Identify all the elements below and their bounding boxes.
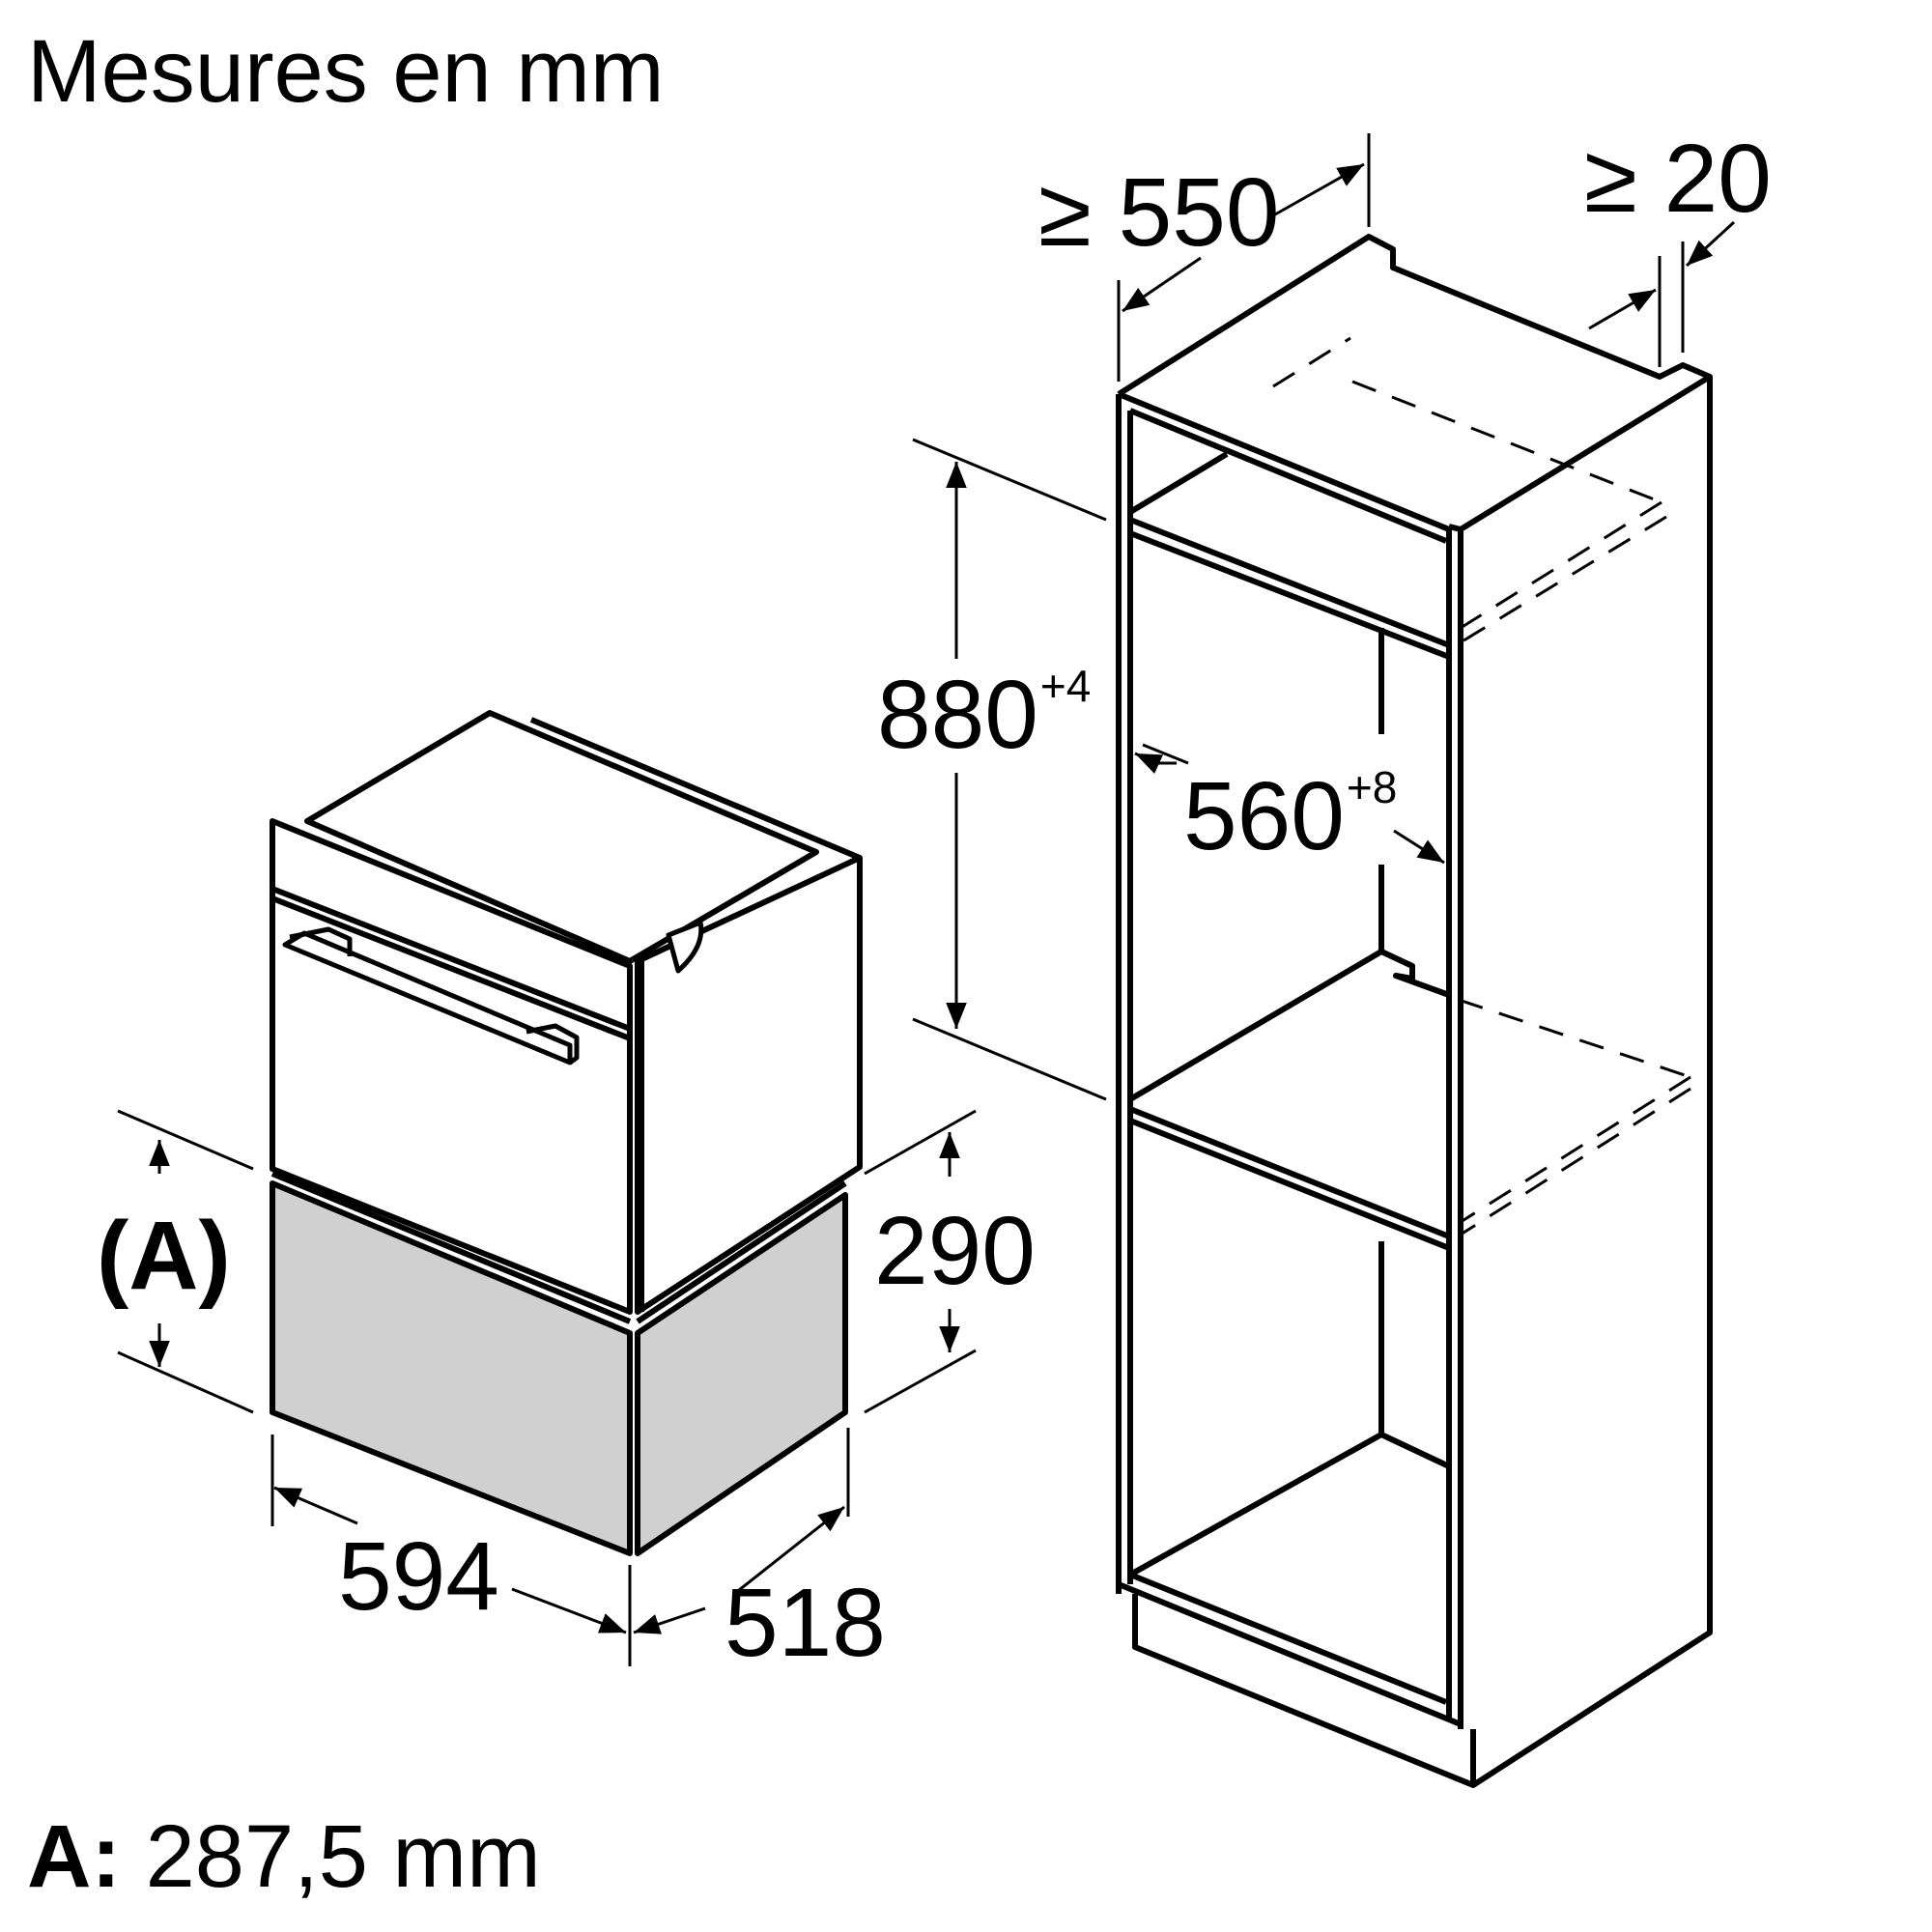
oven-side — [635, 855, 863, 1315]
cabinet-dashed-lines — [1272, 336, 1691, 1236]
appliance-depth-label: 518 — [724, 1569, 886, 1677]
appliance-width-label: 594 — [338, 1522, 499, 1631]
page-title: Mesures en mm — [27, 22, 665, 121]
footnote-key: A: — [27, 1807, 122, 1906]
niche-height-value: 880 — [877, 661, 1038, 769]
niche-height-tolerance: +4 — [1039, 661, 1092, 711]
niche-dimensions — [912, 133, 1736, 1101]
niche-width-label: 560+8 — [1183, 765, 1397, 865]
warming-drawer-side — [635, 1192, 848, 1556]
cabinet-drawing — [1116, 234, 1713, 1788]
niche-height-label: 880+4 — [877, 664, 1091, 763]
niche-gap-label: ≥ 20 — [1584, 125, 1772, 233]
footnote-a: A: 287,5 mm — [27, 1812, 541, 1901]
drawer-height-a-label: (A) — [97, 1202, 231, 1310]
niche-width-value: 560 — [1183, 762, 1345, 870]
niche-depth-label: ≥ 550 — [1038, 158, 1280, 267]
appliance-drawing — [270, 710, 863, 1556]
drawer-height-label: 290 — [874, 1197, 1036, 1305]
warming-drawer-front — [270, 1180, 633, 1556]
footnote-value: 287,5 mm — [145, 1807, 541, 1906]
appliance-dimensions — [117, 1109, 977, 1666]
niche-width-tolerance: +8 — [1346, 762, 1398, 812]
oven-top — [304, 710, 819, 964]
